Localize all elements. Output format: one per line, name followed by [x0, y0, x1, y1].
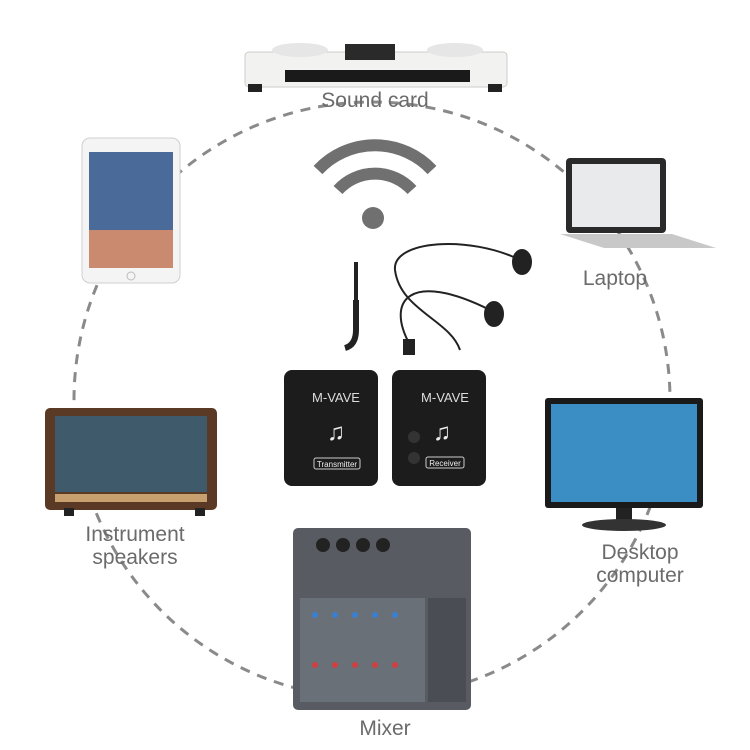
label-speakers-line1: Instrument [85, 523, 185, 546]
label-desktop-line2: computer [596, 564, 684, 587]
mixer-image [293, 528, 471, 710]
label-sound-card: Sound card [321, 89, 429, 112]
label-speakers-line2: speakers [92, 546, 178, 569]
transmitter-label: Transmitter [317, 460, 357, 469]
label-instrument-speakers: Instrument speakers [70, 523, 200, 569]
speaker-image [45, 408, 217, 516]
label-mixer: Mixer [359, 717, 411, 740]
laptop-image [560, 158, 716, 248]
label-laptop: Laptop [582, 267, 648, 290]
music-note-logo: ♫ [327, 419, 345, 446]
transmitter-brand: M-VAVE [312, 390, 360, 405]
transmitter-device: M-VAVE ♫ Transmitter [284, 370, 378, 486]
tablet-image [81, 137, 181, 284]
receiver-device: M-VAVE ♫ Receiver [392, 370, 486, 486]
monitor-image [545, 398, 703, 531]
sound-card-image [244, 43, 508, 92]
receiver-brand: M-VAVE [421, 390, 469, 405]
wifi-icon [313, 139, 437, 229]
label-desktop-computer: Desktop computer [585, 541, 695, 587]
receiver-label: Receiver [429, 459, 461, 468]
label-desktop-line1: Desktop [601, 541, 679, 564]
music-note-logo: ♫ [433, 419, 451, 446]
earphones-image [343, 243, 532, 355]
